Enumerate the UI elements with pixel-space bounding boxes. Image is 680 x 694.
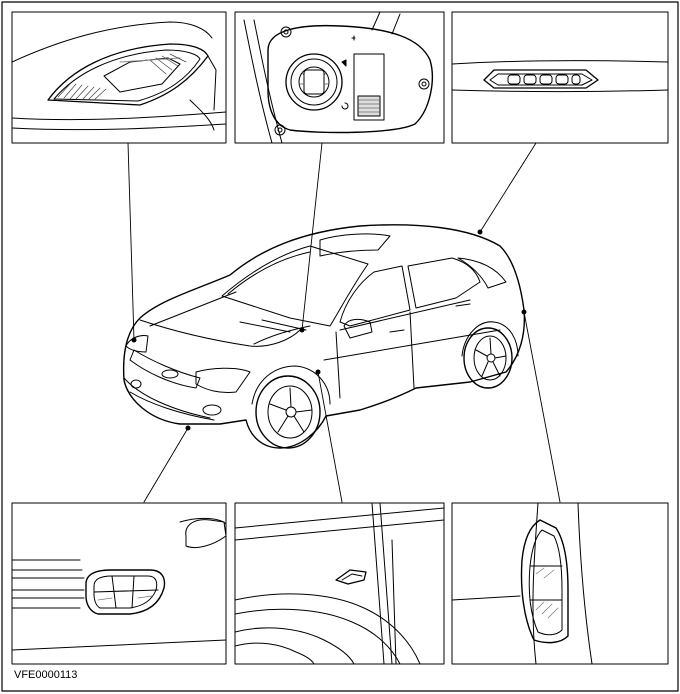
figure-reference-code: VFE0000113 xyxy=(14,669,78,681)
leader-dots xyxy=(131,229,527,431)
rear-wheel xyxy=(464,328,512,388)
headlamp-left xyxy=(126,335,148,352)
front-badge xyxy=(162,370,178,378)
leader-light-switch xyxy=(302,143,322,330)
front-grille xyxy=(130,350,200,388)
fog-lamp-detail-panel xyxy=(12,503,226,664)
fog-lamp-housing xyxy=(86,570,164,614)
light-switch-detail-panel xyxy=(235,12,444,143)
leader-rear-lamp xyxy=(524,312,560,502)
front-side-window xyxy=(340,266,410,326)
leader-side-repeater xyxy=(318,372,342,502)
side-repeater-detail-panel xyxy=(235,503,444,664)
windshield xyxy=(222,246,368,326)
headlamp-detail-panel xyxy=(12,12,226,143)
light-switch-drawing xyxy=(244,12,432,143)
headlamp-right xyxy=(196,368,250,392)
fog-lamp-left xyxy=(131,380,141,388)
leader-stop-lamp xyxy=(480,143,536,232)
fog-lamp-drawing xyxy=(12,518,226,650)
sunroof xyxy=(320,234,390,256)
rear-lamp-drawing xyxy=(452,503,592,664)
headlamp-drawing xyxy=(12,22,226,130)
quarter-window xyxy=(458,258,506,288)
rear-side-window xyxy=(408,258,480,308)
rear-lamp-housing xyxy=(522,520,569,643)
front-wheel xyxy=(256,376,320,448)
leader-lines xyxy=(128,143,560,502)
high-mounted-stop-lamp-detail-panel xyxy=(452,12,668,143)
fog-lamp-right xyxy=(203,405,221,415)
leader-fog-lamp xyxy=(144,428,188,502)
door-mirror xyxy=(344,319,372,338)
car-body-outline xyxy=(124,225,525,448)
side-repeater-drawing xyxy=(235,503,444,664)
car-drawing xyxy=(124,225,525,448)
rear-lamp-detail-panel xyxy=(452,503,668,664)
stop-lamp-drawing xyxy=(452,61,668,92)
side-repeater-lamp xyxy=(336,570,366,584)
leader-headlamp xyxy=(128,143,134,340)
